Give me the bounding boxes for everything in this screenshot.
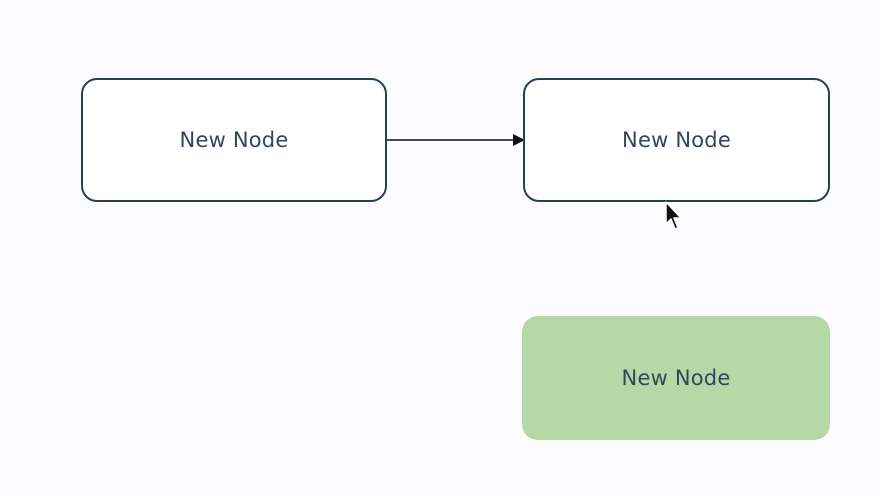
mouse-pointer-icon [665,201,682,230]
diagram-node-2[interactable]: New Node [523,78,830,202]
diagram-node-3[interactable]: New Node [522,316,830,440]
node-label: New Node [179,128,289,152]
node-label: New Node [621,366,731,390]
diagram-node-1[interactable]: New Node [81,78,387,202]
node-label: New Node [622,128,731,152]
